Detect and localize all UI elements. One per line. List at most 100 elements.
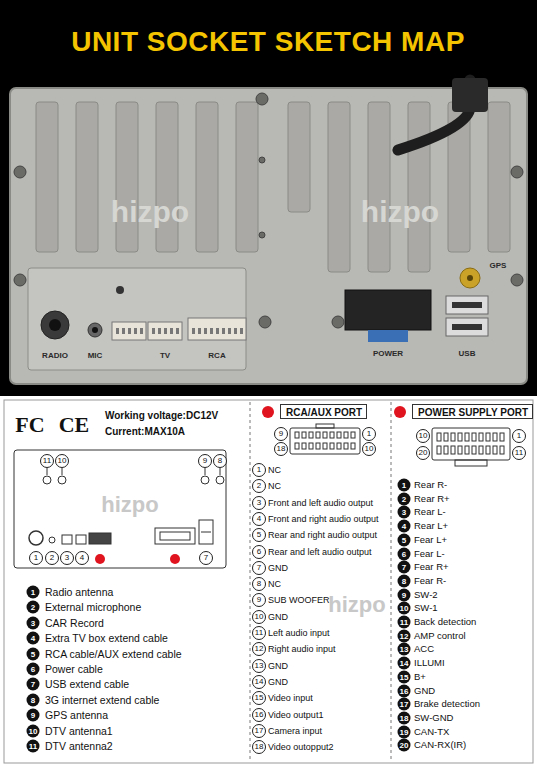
item-number: 18 <box>398 711 411 724</box>
item-name: DTV antenna2 <box>45 740 113 752</box>
power-latch <box>368 330 408 342</box>
vent-slot <box>196 102 218 252</box>
pin <box>234 328 237 334</box>
pin-cell <box>437 433 441 441</box>
item-number: 17 <box>398 698 411 711</box>
tv-socket <box>148 322 182 340</box>
pin-name: Right audio input <box>268 644 336 654</box>
pin-name: Rear L+ <box>414 521 448 532</box>
power-marker <box>170 554 180 564</box>
pin-number: 15 <box>252 691 266 705</box>
cable-boot <box>452 78 488 112</box>
usb-slot <box>452 324 482 330</box>
rca-marker <box>262 406 274 418</box>
pin-cell <box>465 433 469 441</box>
pin-number: 1 <box>512 429 526 443</box>
item-number: 5 <box>27 647 40 660</box>
item-number: 3 <box>398 506 411 519</box>
pin-cell <box>309 443 313 449</box>
pin-name: GND <box>414 685 435 696</box>
page-title: UNIT SOCKET SKETCH MAP <box>71 26 465 58</box>
pin-number: 10 <box>416 429 430 443</box>
3g-jack <box>216 476 224 484</box>
item-number: 6 <box>27 663 40 676</box>
pin-cell <box>344 443 348 449</box>
pin-cell <box>451 446 455 454</box>
pin-number: 9 <box>252 593 266 607</box>
pin-cell <box>458 433 462 441</box>
pin-number: 10 <box>362 442 376 456</box>
dtv-jack <box>58 476 66 484</box>
socket-label: RADIO <box>42 351 68 360</box>
item-name: Extra TV box extend cable <box>45 632 168 644</box>
pin-name: SW-GND <box>414 712 453 723</box>
socket-label: POWER <box>373 349 403 358</box>
cert-logo: CE <box>59 412 90 437</box>
pin-cell <box>479 433 483 441</box>
item-number: 1 <box>27 586 40 599</box>
item-name: Power cable <box>45 663 103 675</box>
rca-plug-key <box>316 424 334 428</box>
callout-number: 1 <box>29 551 43 565</box>
item-number: 20 <box>398 739 411 752</box>
usb-slot <box>452 302 482 308</box>
pin <box>176 328 179 334</box>
watermark: hizpo <box>328 592 385 617</box>
pin-number: 20 <box>416 446 430 460</box>
item-number: 5 <box>398 533 411 546</box>
port-heading-box: POWER SUPPLY PORT <box>412 404 533 419</box>
pin-cell <box>472 433 476 441</box>
item-number: 9 <box>398 588 411 601</box>
vent-slot <box>288 102 310 212</box>
item-number: 10 <box>27 724 40 737</box>
pin-cell <box>458 446 462 454</box>
pin-name: CAN-TX <box>414 726 449 737</box>
pin-number: 8 <box>252 577 266 591</box>
leader <box>62 468 63 475</box>
pin-name: Rear L- <box>414 507 446 518</box>
pin-cell <box>295 432 299 438</box>
pin-name: Rear and left audio output <box>268 546 372 556</box>
item-number: 8 <box>398 574 411 587</box>
pin-cell <box>344 432 348 438</box>
pin-cell <box>444 446 448 454</box>
callout-number: 9 <box>198 454 212 468</box>
callout-number: 4 <box>75 551 89 565</box>
tv-socket <box>76 535 86 544</box>
pin-cell <box>302 432 306 438</box>
light-ground <box>0 396 537 767</box>
socket-label: USB <box>459 349 476 358</box>
pin-name: Rear and right audio output <box>268 530 377 540</box>
pin <box>134 328 137 334</box>
item-number: 16 <box>398 684 411 697</box>
item-number: 19 <box>398 725 411 738</box>
pin-number: 6 <box>252 545 266 559</box>
pin-number: 4 <box>252 512 266 526</box>
pin <box>222 328 225 334</box>
pin-cell <box>486 446 490 454</box>
vent-slots <box>36 102 510 272</box>
item-number: 7 <box>398 561 411 574</box>
pin-name: Rear R- <box>414 480 447 491</box>
item-name: External microphone <box>45 601 141 613</box>
pin-name: Back detection <box>414 617 476 628</box>
pin-name: Front and right audio output <box>268 514 379 524</box>
socket-plate <box>28 268 246 370</box>
pin-number: 12 <box>252 642 266 656</box>
pin-number: 5 <box>252 528 266 542</box>
socket-label: MIC <box>88 351 103 360</box>
pin-cell <box>465 446 469 454</box>
pin-number: 3 <box>252 496 266 510</box>
pin-cell <box>337 443 341 449</box>
item-number: 11 <box>27 740 40 753</box>
pin-cell <box>323 443 327 449</box>
pin-number: 18 <box>274 442 288 456</box>
pin-number: 10 <box>252 610 266 624</box>
item-name: RCA cable/AUX extend cable <box>45 648 182 660</box>
hole <box>116 286 124 294</box>
pin <box>228 328 231 334</box>
pin <box>140 328 143 334</box>
pin-name: B+ <box>414 671 426 682</box>
vent-slot <box>368 102 390 272</box>
pin-name: Video outopput2 <box>268 742 333 752</box>
